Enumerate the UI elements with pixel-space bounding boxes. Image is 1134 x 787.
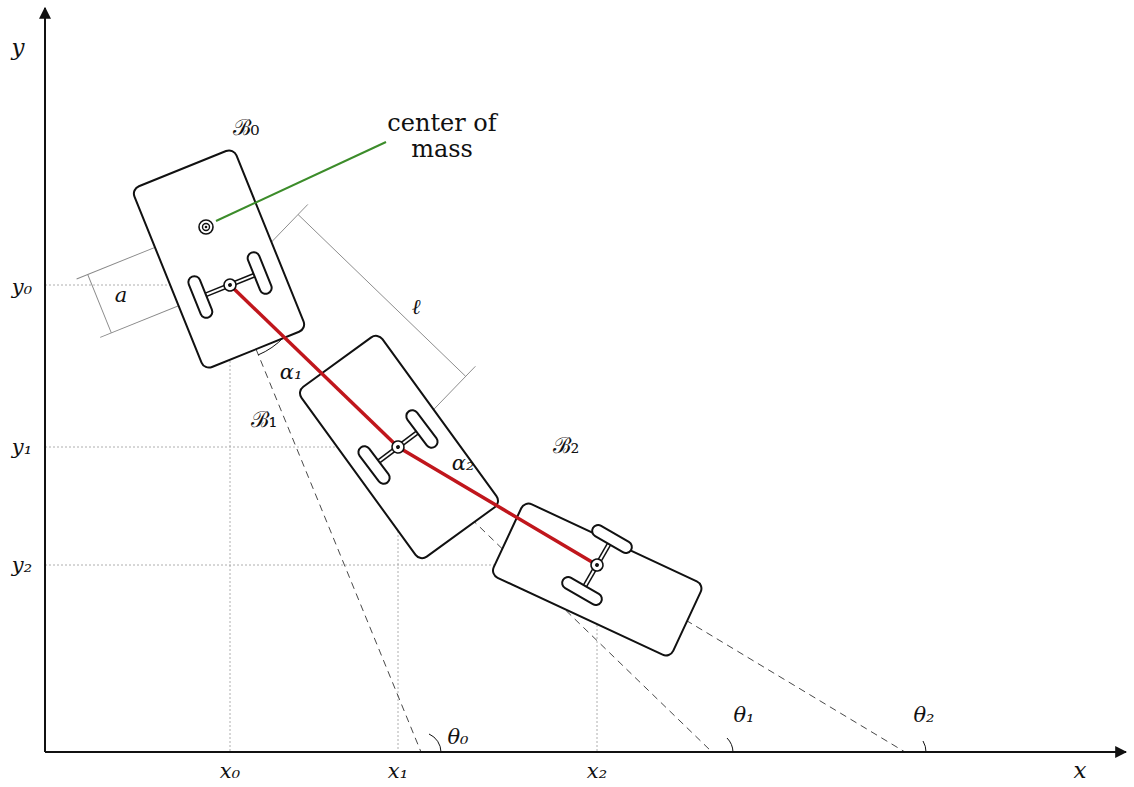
hitch [390, 439, 407, 456]
hitch [222, 277, 238, 293]
vehicle-bodies [131, 148, 704, 658]
leader-line [216, 142, 386, 221]
axle-assembly [560, 523, 634, 607]
center-of-mass-marker [199, 220, 213, 234]
heading-lines [206, 227, 905, 752]
angle-label: θ₂ [913, 704, 934, 727]
coordinate-label: y₂ [12, 554, 32, 577]
wheel [356, 444, 392, 486]
axis-label: y [12, 35, 25, 60]
axles [187, 250, 635, 607]
axis-label: x [1074, 759, 1087, 784]
wheel [560, 575, 604, 607]
callout-text: center of mass [380, 110, 505, 163]
coordinate-label: x₀ [220, 761, 240, 784]
wheel [590, 523, 634, 555]
axle [374, 429, 422, 465]
coordinate-label: x₂ [587, 761, 607, 784]
axle [200, 273, 259, 297]
hitch [395, 444, 401, 450]
axle [582, 539, 612, 591]
tow-links [230, 285, 597, 565]
angle-label: α₂ [452, 452, 475, 475]
coordinate-label: x₁ [388, 761, 408, 784]
wheel [246, 250, 274, 295]
axle [582, 539, 612, 591]
angle-label: θ₀ [447, 726, 468, 749]
coordinate-label: y₁ [12, 436, 32, 459]
angle-label: θ₁ [733, 704, 754, 727]
body-label: ℬ₁ [251, 408, 278, 432]
hitch [594, 562, 599, 567]
hitch [227, 282, 232, 287]
dimension-label: a [115, 284, 128, 307]
body-label: ℬ₀ [233, 116, 260, 140]
angle-label: α₁ [280, 361, 303, 384]
axes [45, 8, 1126, 752]
wheel [187, 274, 215, 319]
axle [200, 273, 259, 297]
axle [374, 429, 422, 465]
wheel [404, 408, 440, 450]
axle-assembly [187, 250, 274, 319]
dimension-label: ℓ [412, 296, 421, 319]
grid-guides [45, 285, 597, 752]
hitch [589, 557, 605, 573]
axle-assembly [356, 408, 440, 486]
coordinate-label: y₀ [12, 276, 32, 299]
body-label: ℬ₂ [553, 434, 580, 458]
